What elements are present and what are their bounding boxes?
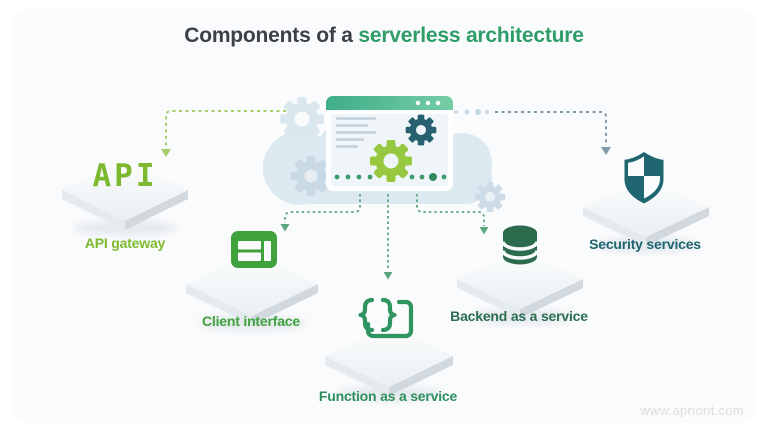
platform-client: [186, 252, 318, 330]
label-security-services: Security services: [589, 236, 701, 252]
shield-icon: [624, 152, 664, 204]
connector-security: [454, 109, 611, 155]
dot-row: [334, 173, 447, 181]
browser-window-icon: [326, 96, 453, 191]
code-braces-icon: [358, 297, 414, 339]
label-client-interface: Client interface: [202, 313, 300, 329]
platform-function: [325, 325, 453, 401]
connector-backend: [416, 194, 489, 235]
label-api-gateway: API gateway: [84, 235, 166, 251]
connector-client: [280, 194, 361, 232]
watermark: www.apriorit.com: [640, 403, 744, 418]
label-function-service: Function as a service: [318, 388, 458, 404]
platform-backend: [457, 249, 583, 324]
connector-function: [383, 194, 393, 280]
title-prefix: Components of a: [184, 24, 353, 47]
database-icon: [501, 225, 539, 265]
api-text-icon: API: [92, 158, 158, 194]
page-title: Components of a serverless architecture: [0, 24, 768, 48]
text-lines: [336, 117, 376, 148]
browser-layout-icon: [231, 231, 277, 268]
label-backend-service: Backend as a service: [450, 308, 588, 324]
title-highlight: serverless architecture: [358, 24, 584, 47]
platform-api: [62, 159, 188, 235]
platform-security: [583, 177, 709, 252]
connector-api: [161, 110, 286, 157]
